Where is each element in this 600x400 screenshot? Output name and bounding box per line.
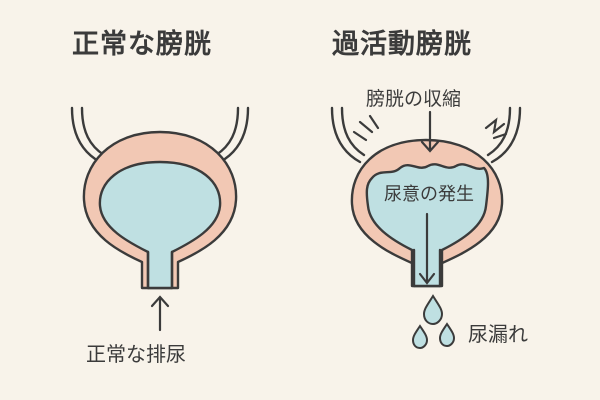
right-ureter-inner — [486, 106, 512, 157]
right-ureter — [218, 106, 250, 164]
left-ureter — [330, 106, 362, 164]
arrow-down-icon — [420, 110, 440, 153]
overactive-bladder-title: 過活動膀胱 — [332, 29, 472, 60]
motion-spark-icon — [352, 114, 508, 142]
urge-label: 尿意の発生 — [384, 184, 474, 205]
bladder-urine — [98, 160, 222, 290]
left-ureter-inner — [80, 106, 106, 157]
left-ureter — [70, 106, 102, 164]
normal-bladder — [70, 106, 250, 290]
water-drop-icon — [411, 294, 456, 350]
right-ureter-inner — [214, 106, 240, 157]
normal-urination-label: 正常な排尿 — [86, 342, 186, 366]
right-ureter — [490, 106, 522, 164]
normal-bladder-title: 正常な膀胱 — [72, 29, 212, 60]
arrow-up-icon — [150, 295, 170, 332]
arrow-down-icon — [418, 212, 436, 285]
leakage-label: 尿漏れ — [468, 322, 528, 346]
bladder-contraction-label: 膀胱の収縮 — [366, 88, 462, 110]
left-ureter-inner — [340, 106, 366, 157]
